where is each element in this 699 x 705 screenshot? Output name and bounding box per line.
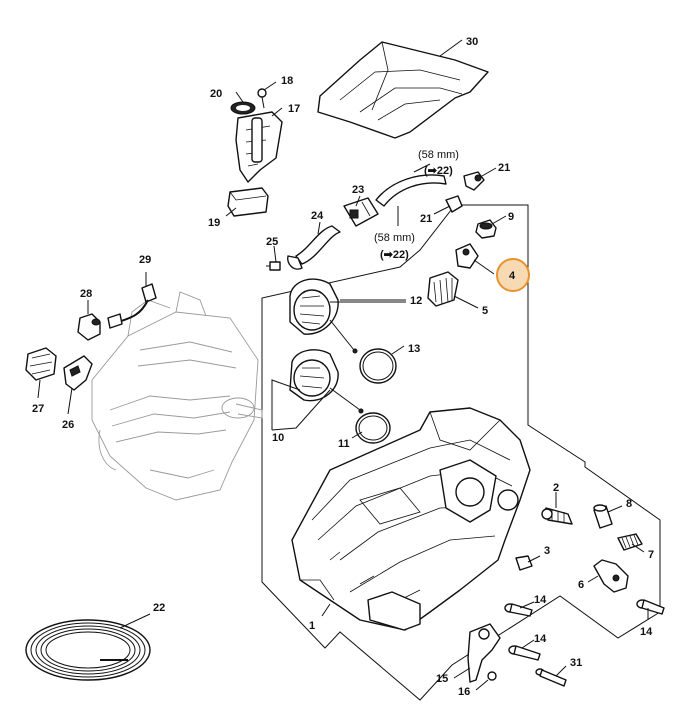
- callout-12[interactable]: 12: [410, 295, 422, 307]
- screw-part-18[interactable]: [257, 88, 267, 109]
- cable-part-29[interactable]: [107, 283, 157, 329]
- plug-part-28[interactable]: [77, 313, 101, 341]
- seal-ring-part-11[interactable]: [355, 412, 391, 444]
- callout-4[interactable]: 4: [509, 270, 516, 282]
- callout-19[interactable]: 19: [208, 217, 220, 229]
- note-lower-length: (58 mm): [374, 232, 415, 244]
- stud-part-2[interactable]: [541, 507, 573, 525]
- callout-14-c[interactable]: 14: [640, 626, 653, 638]
- callout-11[interactable]: 11: [338, 438, 350, 450]
- highlight-circle[interactable]: [496, 258, 530, 292]
- callout-29[interactable]: 29: [139, 254, 151, 266]
- bracket-part-15[interactable]: [467, 623, 501, 683]
- top-cover-part[interactable]: [317, 41, 489, 139]
- cap-part-12[interactable]: [289, 278, 358, 354]
- callout-28[interactable]: 28: [80, 288, 92, 300]
- valve-part[interactable]: [343, 197, 379, 227]
- screw-part-14b[interactable]: [508, 645, 541, 661]
- callout-2[interactable]: 2: [553, 482, 559, 494]
- callout-8[interactable]: 8: [626, 498, 632, 510]
- callout-16[interactable]: 16: [458, 686, 470, 698]
- callout-10[interactable]: 10: [272, 432, 284, 444]
- callout-20[interactable]: 20: [210, 88, 222, 100]
- nut-part-3[interactable]: [515, 555, 533, 571]
- screw-part-31[interactable]: [535, 668, 567, 687]
- elbow-fitting-part-upper[interactable]: [463, 171, 485, 191]
- cap-part-10[interactable]: [289, 349, 364, 414]
- housing-part-1[interactable]: [291, 407, 531, 631]
- grommet-part[interactable]: [230, 101, 256, 115]
- callout-18[interactable]: 18: [281, 75, 293, 87]
- filter-part-5[interactable]: [427, 271, 459, 307]
- callout-6[interactable]: 6: [578, 579, 584, 591]
- callout-17[interactable]: 17: [288, 103, 300, 115]
- callout-3[interactable]: 3: [544, 545, 550, 557]
- assembly-outline: [261, 204, 661, 701]
- engine-reference: [91, 291, 263, 501]
- callout-21-lower[interactable]: 21: [420, 213, 432, 225]
- cap-part-9[interactable]: [475, 219, 497, 239]
- screw-part-14a[interactable]: [504, 603, 533, 617]
- callout-15[interactable]: 15: [436, 673, 448, 685]
- callout-9[interactable]: 9: [508, 211, 514, 223]
- fuel-hose-part[interactable]: [375, 174, 447, 207]
- callout-27[interactable]: 27: [32, 403, 44, 415]
- spring-part-7[interactable]: [617, 533, 643, 551]
- callout-30[interactable]: 30: [466, 36, 478, 48]
- elbow-fitting-part-lower[interactable]: [445, 195, 463, 213]
- callout-14-b[interactable]: 14: [534, 633, 547, 645]
- bracket-part[interactable]: [235, 111, 283, 183]
- impulse-hose-part[interactable]: [287, 225, 341, 270]
- sleeve-part-8[interactable]: [593, 504, 613, 529]
- callout-25[interactable]: 25: [266, 236, 278, 248]
- callout-labels: 30 20 18 17 19 (58 mm) (➡22) 21 23 21 9 …: [32, 36, 654, 698]
- callout-24[interactable]: 24: [311, 210, 324, 222]
- callout-14-a[interactable]: 14: [534, 594, 547, 606]
- callout-13[interactable]: 13: [408, 343, 420, 355]
- bracket-part-26[interactable]: [63, 355, 93, 391]
- callout-26[interactable]: 26: [62, 419, 74, 431]
- callout-7[interactable]: 7: [648, 549, 654, 561]
- callout-31[interactable]: 31: [570, 657, 582, 669]
- leader-lines: [37, 39, 649, 691]
- screw-part-14c[interactable]: [636, 599, 665, 615]
- note-upper-ref[interactable]: (➡22): [424, 165, 453, 177]
- coiled-hose-part-22[interactable]: [25, 619, 151, 681]
- callout-23[interactable]: 23: [352, 184, 364, 196]
- callout-5[interactable]: 5: [482, 305, 488, 317]
- fitting-part-25[interactable]: [266, 261, 281, 271]
- pickup-body-part[interactable]: [455, 243, 479, 269]
- note-upper-length: (58 mm): [418, 149, 459, 161]
- seal-ring-part-13[interactable]: [359, 348, 397, 384]
- callout-21-upper[interactable]: 21: [498, 162, 510, 174]
- screw-part-16[interactable]: [487, 671, 497, 681]
- spark-cap-part-27[interactable]: [25, 347, 57, 381]
- callout-1[interactable]: 1: [309, 620, 315, 632]
- lever-part-6[interactable]: [593, 559, 629, 593]
- callout-22[interactable]: 22: [153, 602, 165, 614]
- note-lower-ref[interactable]: (➡22): [380, 249, 409, 261]
- damper-block-part[interactable]: [227, 187, 269, 217]
